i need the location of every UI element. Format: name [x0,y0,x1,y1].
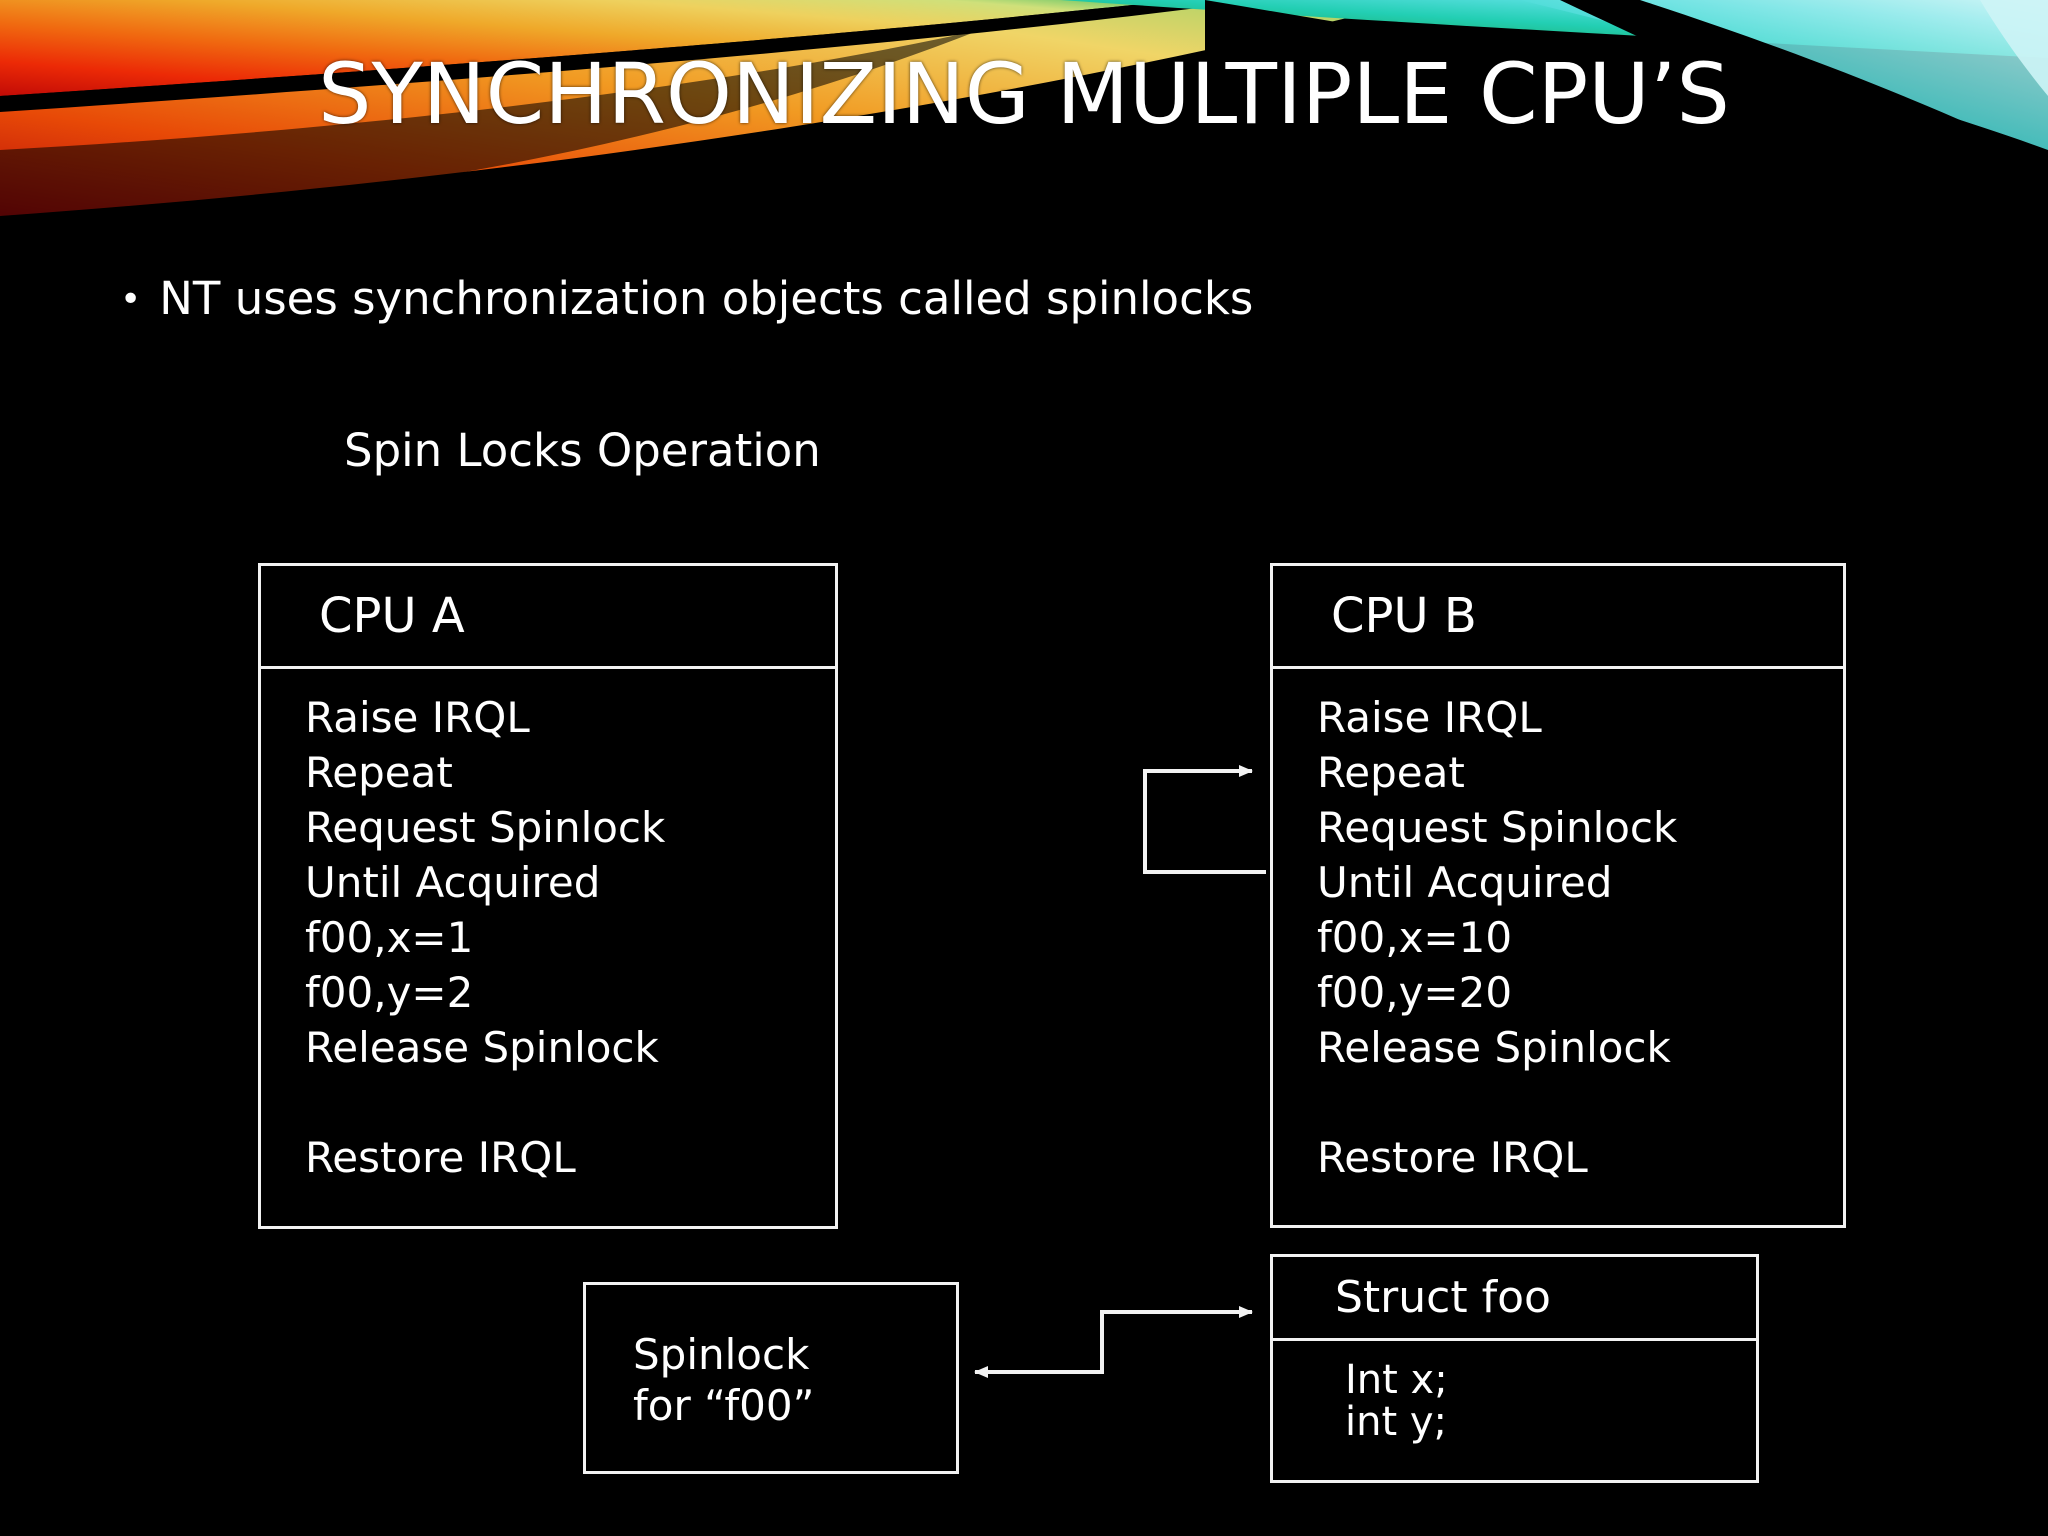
struct-foo-fields: Int x; int y; [1273,1341,1756,1444]
cpu-a-header: CPU A [261,566,835,669]
cpu-a-step: Release Spinlock [305,1023,659,1072]
cpu-b-step: Release Spinlock [1317,1023,1671,1072]
cpu-a-step: Until Acquired [305,858,601,907]
cpu-b-step: Raise IRQL [1317,693,1542,742]
cpu-a-step-spacer [305,1082,835,1137]
spinlock-struct-link-arrow [974,1306,1253,1378]
spinlock-label-line1: Spinlock [633,1330,810,1379]
cpu-b-box: CPU B Raise IRQL Repeat Request Spinlock… [1270,563,1846,1228]
struct-foo-box: Struct foo Int x; int y; [1270,1254,1759,1483]
cpu-a-title: CPU A [319,588,465,644]
diagram-subheading: Spin Locks Operation [344,424,821,477]
cpu-a-step: Restore IRQL [305,1133,576,1182]
bullet-item-label: NT uses synchronization objects called s… [159,272,1254,325]
cpu-a-step: Repeat [305,748,453,797]
cpu-b-step: Repeat [1317,748,1465,797]
cpu-a-step: f00,x=1 [305,913,474,962]
cpu-b-title: CPU B [1331,588,1477,644]
cpu-a-step: f00,y=2 [305,968,474,1017]
cpu-b-header: CPU B [1273,566,1843,669]
bullet-dot-icon: • [120,279,142,320]
struct-foo-field: int y; [1345,1399,1448,1446]
spin-wait-loop-arrow [1143,765,1266,874]
cpu-b-step: Restore IRQL [1317,1133,1588,1182]
cpu-b-step: Until Acquired [1317,858,1613,907]
spinlock-label-line2: for “f00” [633,1381,815,1431]
cpu-b-step-spacer [1317,1082,1843,1137]
cpu-a-steps: Raise IRQL Repeat Request Spinlock Until… [261,669,835,1192]
spinlock-label: Spinlock for “f00” [633,1329,814,1431]
cpu-b-step: f00,x=10 [1317,913,1513,962]
cpu-b-step: Request Spinlock [1317,803,1678,852]
cpu-a-step: Request Spinlock [305,803,666,852]
struct-foo-title: Struct foo [1335,1271,1551,1323]
cpu-b-steps: Raise IRQL Repeat Request Spinlock Until… [1273,669,1843,1192]
cpu-a-step: Raise IRQL [305,693,530,742]
cpu-b-step: f00,y=20 [1317,968,1513,1017]
bullet-list-item: • NT uses synchronization objects called… [120,272,1253,325]
cpu-a-box: CPU A Raise IRQL Repeat Request Spinlock… [258,563,838,1229]
page-title: SYNCHRONIZING MULTIPLE CPU’S [318,45,1730,143]
spinlock-box: Spinlock for “f00” [583,1282,959,1474]
struct-foo-header: Struct foo [1273,1257,1756,1341]
struct-foo-field: Int x; [1345,1357,1448,1403]
